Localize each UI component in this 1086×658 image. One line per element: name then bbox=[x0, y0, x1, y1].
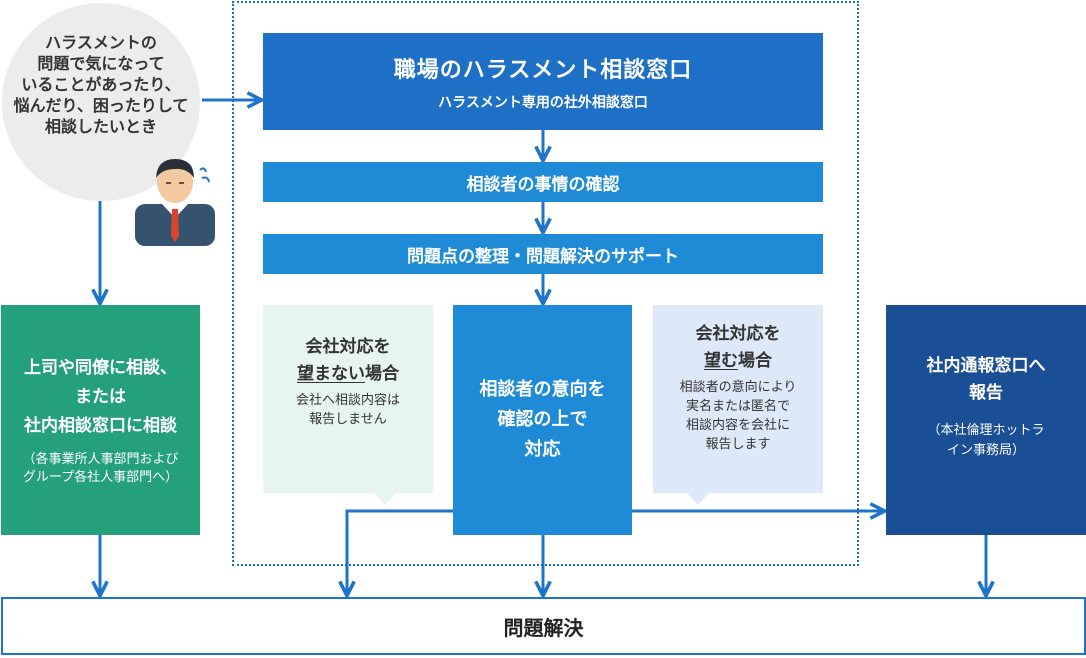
internal-consultation-title: 上司や同僚に相談、 または 社内相談窓口に相談 bbox=[24, 354, 177, 441]
option-no-body: 会社へ相談内容は 報告しません bbox=[296, 391, 400, 429]
internal-title-line: または bbox=[75, 386, 126, 407]
confirm-intention-box: 相談者の意向を 確認の上で 対応 bbox=[453, 305, 632, 535]
internal-report-title: 社内通報窓口へ 報告 bbox=[927, 353, 1046, 407]
consulter-line: ハラスメントの bbox=[45, 32, 157, 52]
center-line: 確認の上で bbox=[497, 409, 588, 430]
internal-consultation-note: （各事業所人事部門および グループ各社人事部門へ） bbox=[22, 451, 178, 487]
consulter-line: 相談したいとき bbox=[44, 116, 157, 136]
center-line: 相談者の意向を bbox=[479, 379, 606, 400]
option-yes-body-line: 相談内容を会社に bbox=[685, 418, 790, 433]
option-no-title: 会社対応を 望まない場合 bbox=[297, 334, 399, 388]
internal-report-note: （本社倫理ホットラ イン事務局） bbox=[927, 421, 1044, 461]
report-note-line: イン事務局） bbox=[946, 443, 1025, 458]
option-yes-body-line: 相談者の意向により bbox=[679, 380, 797, 395]
problem-solved-box: 問題解決 bbox=[1, 597, 1086, 655]
center-line: 対応 bbox=[524, 439, 561, 460]
businessman-icon bbox=[135, 159, 215, 246]
internal-report-box: 社内通報窓口へ 報告 （本社倫理ホットラ イン事務局） bbox=[886, 305, 1086, 535]
internal-title-line: 社内相談窓口に相談 bbox=[24, 415, 177, 436]
option-yes-title-line: 会社対応を bbox=[695, 324, 781, 344]
internal-consultation-box: 上司や同僚に相談、 または 社内相談窓口に相談 （各事業所人事部門および グルー… bbox=[1, 305, 200, 535]
main-consultation-desk: 職場のハラスメント相談窓口 ハラスメント専用の社外相談窓口 bbox=[263, 33, 823, 130]
option-yes-underline: 望む bbox=[704, 351, 738, 371]
report-title-line: 社内通報窓口へ bbox=[926, 356, 1046, 376]
step-check-circumstances: 相談者の事情の確認 bbox=[263, 162, 823, 202]
option-no-underline: 望まない bbox=[297, 363, 365, 384]
consulter-line: いることがあったり、 bbox=[21, 74, 181, 94]
report-title-line: 報告 bbox=[969, 383, 1003, 403]
internal-note-line: グループ各社人事部門へ） bbox=[22, 469, 179, 485]
arrow-center-to-result-left bbox=[347, 509, 453, 594]
consultation-desk-frame bbox=[232, 1, 859, 566]
option-no-body-line: 会社へ相談内容は bbox=[295, 392, 400, 408]
option-no-pointer bbox=[374, 493, 396, 505]
option-yes-pointer bbox=[687, 493, 709, 505]
option-no-title-line: 望まない場合 bbox=[297, 363, 399, 384]
option-company-action: 会社対応を 望む場合 相談者の意向により 実名または匿名で 相談内容を会社に 報… bbox=[653, 305, 823, 493]
consulter-line: 問題で気になって bbox=[37, 53, 165, 73]
option-no-title-line: 会社対応を bbox=[305, 336, 391, 357]
option-yes-title-line: 望む場合 bbox=[704, 351, 772, 371]
internal-title-line: 上司や同僚に相談、 bbox=[24, 357, 177, 378]
main-subtitle: ハラスメント専用の社外相談窓口 bbox=[438, 94, 648, 111]
consulter-bubble: ハラスメントの 問題で気になって いることがあったり、 悩んだり、困ったりして … bbox=[2, 3, 200, 201]
option-no-company-action: 会社対応を 望まない場合 会社へ相談内容は 報告しません bbox=[263, 305, 433, 493]
option-no-body-line: 報告しません bbox=[309, 411, 387, 427]
internal-note-line: （各事業所人事部門および bbox=[22, 451, 179, 467]
option-yes-body-line: 実名または匿名で bbox=[685, 399, 790, 414]
consulter-line: 悩んだり、困ったりして bbox=[13, 95, 189, 115]
step-organize-issues: 問題点の整理・問題解決のサポート bbox=[263, 234, 823, 274]
option-yes-body-line: 報告します bbox=[705, 437, 771, 452]
option-yes-title: 会社対応を 望む場合 bbox=[696, 321, 781, 375]
report-note-line: （本社倫理ホットラ bbox=[927, 423, 1045, 438]
main-title: 職場のハラスメント相談窓口 bbox=[393, 57, 693, 83]
option-yes-body: 相談者の意向により 実名または匿名で 相談内容を会社に 報告します bbox=[680, 378, 797, 454]
